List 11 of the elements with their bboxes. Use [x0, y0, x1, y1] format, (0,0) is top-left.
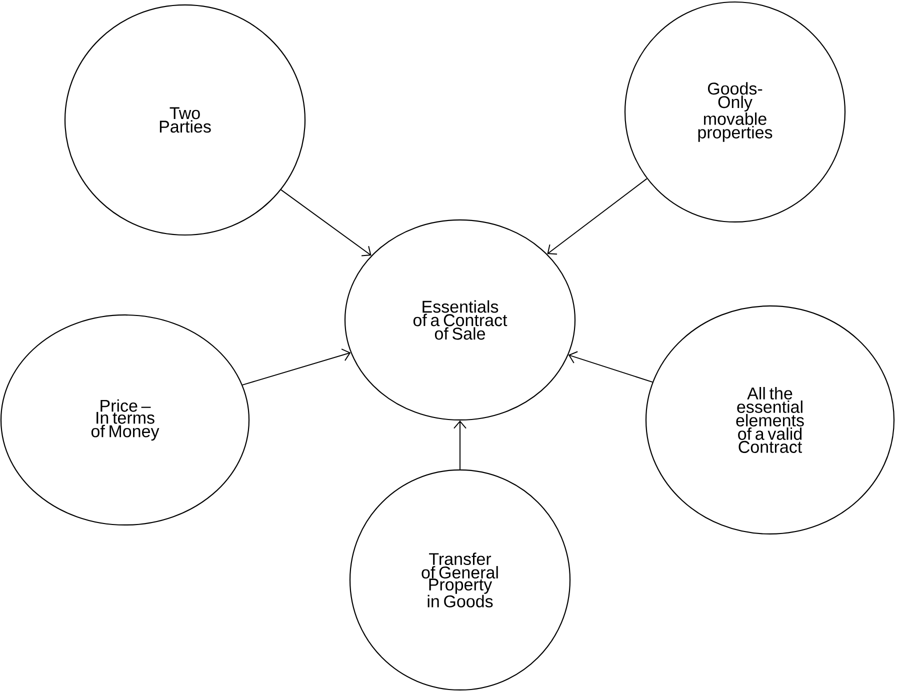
- ellipse-node: Goods- Only movable properties: [624, 1, 846, 223]
- ellipse-node: Transfer of General Property in Goods: [349, 469, 571, 691]
- ellipse-node: Two Parties: [64, 4, 306, 236]
- arrow: [568, 351, 653, 383]
- ellipse-node: All the essential elements of a valid Contract: [645, 305, 895, 535]
- arrow: [280, 189, 372, 256]
- arrow: [242, 348, 351, 386]
- ellipse-node: Price – In terms of Money: [0, 314, 250, 526]
- ellipse-node: Essentials of a Contract of Sale: [344, 219, 576, 421]
- arrow: [454, 420, 466, 470]
- arrow: [547, 178, 648, 255]
